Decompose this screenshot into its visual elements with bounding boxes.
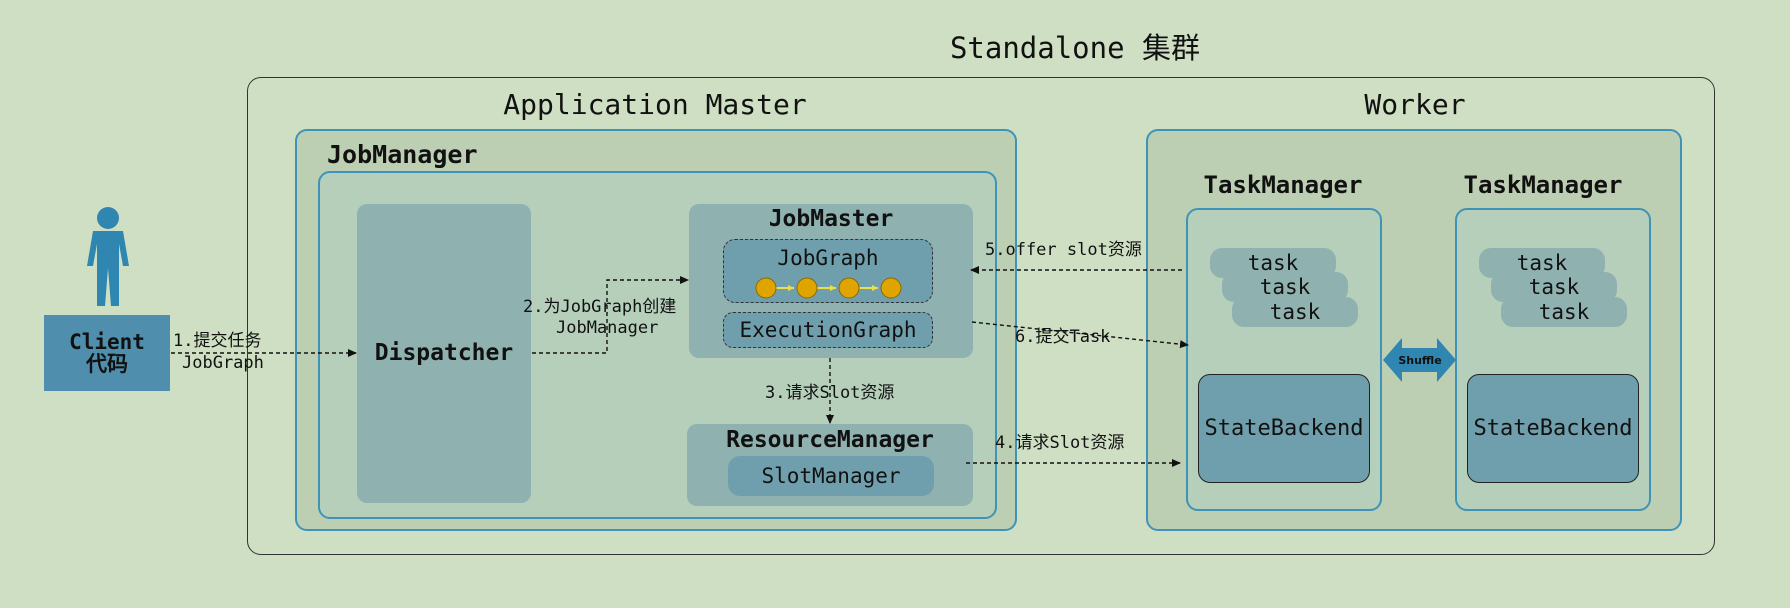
executiongraph-label: ExecutionGraph xyxy=(739,318,917,342)
taskmanager-2-label: TaskManager xyxy=(1463,171,1623,199)
client-box: Client 代码 xyxy=(44,315,170,391)
step4-label: 4.请求Slot资源 xyxy=(995,433,1125,453)
diagram-title: Standalone 集群 xyxy=(949,31,1201,65)
slotmanager-box xyxy=(728,456,934,496)
step5-label: 5.offer slot资源 xyxy=(985,240,1142,260)
jobmaster-label: JobMaster xyxy=(768,206,894,232)
client-label: Client xyxy=(69,330,145,354)
task-chip: task xyxy=(1501,297,1627,327)
dispatcher-label: Dispatcher xyxy=(374,340,514,366)
taskmanager-1-label: TaskManager xyxy=(1203,171,1363,199)
jobgraph-label: JobGraph xyxy=(777,246,879,270)
state-backend-1: StateBackend xyxy=(1198,374,1370,483)
application-master-title: Application Master xyxy=(503,87,807,121)
step3-label: 3.请求Slot资源 xyxy=(765,383,895,403)
task-chip: task xyxy=(1232,297,1358,327)
worker-title: Worker xyxy=(1364,87,1466,121)
slotmanager-label: SlotManager xyxy=(761,464,901,488)
step2-label-2: JobManager xyxy=(556,318,659,338)
executiongraph-box xyxy=(723,312,933,348)
step2-label: 2.为JobGraph创建 xyxy=(523,297,677,317)
shuffle-label: Shuffle xyxy=(1398,353,1442,367)
dispatcher-box xyxy=(357,204,531,503)
step1-label: 1.提交任务 xyxy=(173,331,262,351)
user-icon xyxy=(87,207,129,306)
resourcemanager-label: ResourceManager xyxy=(726,427,934,453)
client-code-label: 代码 xyxy=(86,352,128,376)
step6-label: 6.提交Task xyxy=(1015,327,1111,347)
step1-label-2: JobGraph xyxy=(182,353,264,373)
state-backend-2: StateBackend xyxy=(1467,374,1639,483)
cluster-frame xyxy=(247,77,1715,555)
jobmanager-label: JobManager xyxy=(327,139,478,169)
